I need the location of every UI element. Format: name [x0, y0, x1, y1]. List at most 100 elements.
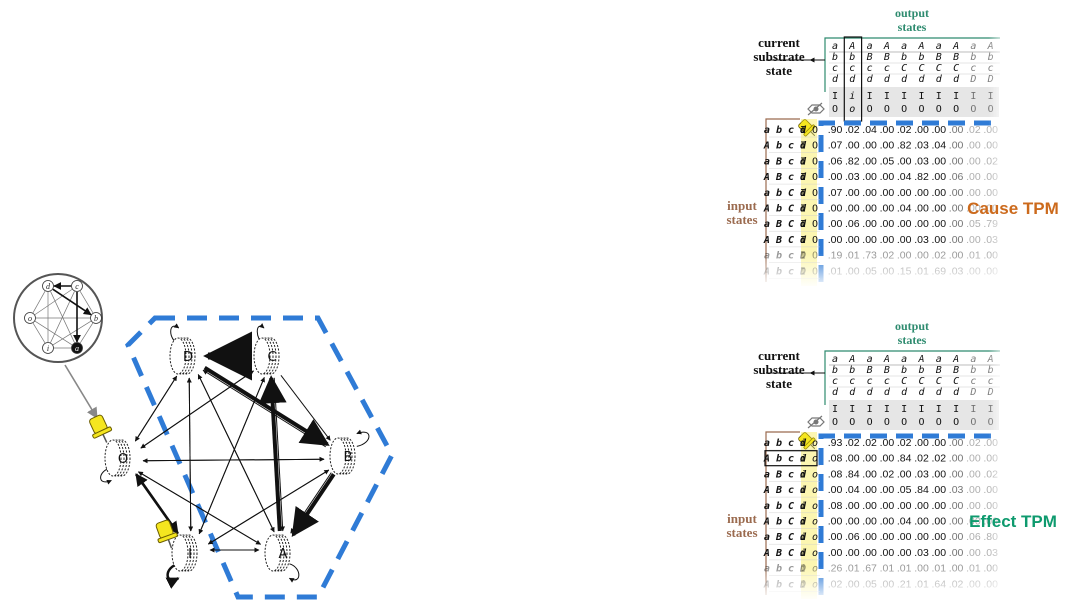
probability-cell: .00	[931, 171, 946, 183]
column-state-letter: d	[884, 387, 891, 398]
probability-cell: .00	[914, 500, 929, 512]
column-io-letter: i	[849, 91, 855, 102]
node-label: D	[183, 350, 193, 365]
probability-cell: .00	[880, 124, 895, 136]
column-io-letter: I	[918, 404, 924, 415]
probability-cell: .00	[880, 171, 895, 183]
row-io-label: i o	[800, 501, 818, 512]
output-states-label: states	[898, 20, 927, 34]
current-state-label: current	[758, 348, 800, 363]
input-states-label: input	[727, 198, 757, 213]
probability-cell: .00	[931, 155, 946, 167]
inset-edge	[32, 322, 46, 344]
edge-B-A	[290, 472, 332, 534]
probability-cell: .00	[931, 547, 946, 559]
inset-node-o	[24, 312, 36, 324]
column-state-letter: b	[901, 365, 907, 376]
column-io-letter: I	[832, 404, 838, 415]
io-highlight-column	[801, 432, 817, 599]
inset-node-d	[42, 280, 54, 292]
probability-cell: .00	[880, 234, 895, 246]
probability-cell: .00	[828, 171, 843, 183]
cause-tpm-panel: outputstatescurrentsubstratestateabcdAbc…	[726, 6, 1059, 289]
probability-cell: .00	[914, 437, 929, 449]
inset-edge	[34, 289, 73, 315]
row-io-label: I O	[800, 172, 818, 183]
inset-node-label: a	[75, 344, 79, 353]
probability-cell: .06	[949, 171, 964, 183]
probability-cell: .90	[828, 124, 843, 136]
row-state-label: a B C d	[764, 532, 807, 543]
row-state-label: a b C d	[764, 501, 807, 512]
inset-edge	[52, 288, 92, 316]
fade-right	[960, 347, 1008, 601]
column-io-letter: I	[901, 404, 907, 415]
node-A: A	[264, 534, 291, 572]
column-io-letter: O	[918, 417, 924, 428]
column-io-letter: O	[936, 417, 942, 428]
probability-cell: .03	[914, 547, 929, 559]
probability-cell: .00	[845, 547, 860, 559]
input-states-label: states	[726, 212, 757, 227]
probability-cell: .00	[897, 155, 912, 167]
io-highlight-column	[801, 119, 817, 286]
probability-cell: .04	[897, 203, 912, 215]
node-label: C	[267, 350, 276, 365]
probability-cell: .00	[862, 155, 877, 167]
probability-cell: .00	[931, 234, 946, 246]
edge-I-D	[186, 377, 192, 531]
row-io-label: I O	[800, 188, 818, 199]
inset-node-label: o	[28, 314, 32, 323]
column-io-letter: O	[936, 104, 942, 115]
column-state-letter: d	[953, 74, 960, 85]
probability-cell: .00	[914, 203, 929, 215]
pin-icon	[798, 432, 816, 450]
column-state-letter: A	[952, 41, 959, 52]
column-state-letter: d	[901, 387, 908, 398]
probability-cell: .02	[845, 124, 860, 136]
column-state-letter: A	[917, 41, 924, 52]
probability-cell: .03	[949, 484, 964, 496]
column-state-letter: a	[936, 41, 942, 52]
probability-cell: .00	[949, 187, 964, 199]
current-state-label: state	[766, 63, 792, 78]
pin-icon	[155, 519, 178, 549]
probability-cell: .00	[914, 124, 929, 136]
column-state-letter: c	[849, 376, 855, 387]
network-edges	[100, 323, 370, 589]
current-state-label: state	[766, 376, 792, 391]
column-state-letter: A	[917, 354, 924, 365]
column-state-letter: b	[901, 52, 907, 63]
node-label: A	[279, 547, 288, 562]
edge-O-D	[134, 375, 178, 442]
column-state-letter: a	[936, 354, 942, 365]
column-io-letter: I	[867, 91, 873, 102]
column-state-letter: d	[867, 74, 874, 85]
probability-cell: .07	[828, 187, 843, 199]
column-state-letter: A	[848, 41, 855, 52]
column-state-letter: B	[953, 365, 959, 376]
probability-cell: .00	[949, 468, 964, 480]
row-state-label: a B C d	[764, 219, 807, 230]
probability-cell: .00	[897, 500, 912, 512]
output-bracket	[824, 350, 1000, 405]
probability-cell: .00	[931, 218, 946, 230]
probability-cell: .04	[845, 484, 860, 496]
probability-cell: .03	[914, 155, 929, 167]
probability-cell: .02	[931, 453, 946, 465]
probability-cell: .00	[845, 203, 860, 215]
probability-cell: .03	[914, 140, 929, 152]
probability-cell: .00	[880, 531, 895, 543]
node-C: C	[253, 337, 280, 375]
row-io-label: i o	[800, 517, 818, 528]
probability-cell: .00	[862, 187, 877, 199]
probability-cell: .00	[862, 516, 877, 528]
column-state-letter: B	[884, 52, 890, 63]
column-state-letter: a	[901, 354, 907, 365]
probability-cell: .06	[828, 155, 843, 167]
column-state-letter: C	[918, 63, 924, 74]
probability-cell: .00	[880, 500, 895, 512]
inset-edge	[34, 320, 73, 346]
